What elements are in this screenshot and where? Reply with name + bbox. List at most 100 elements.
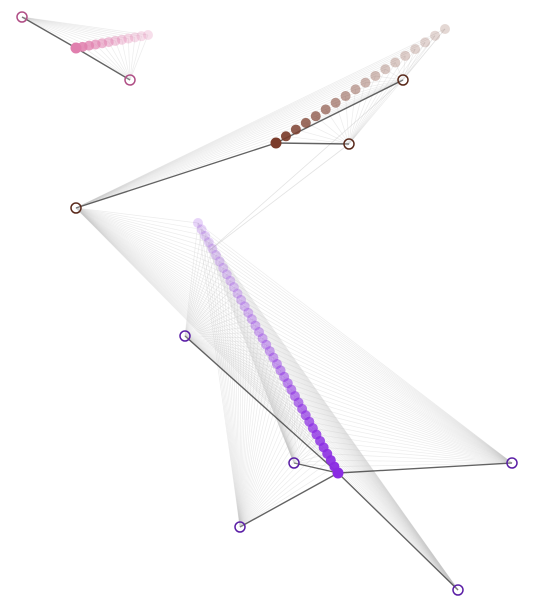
fan-line xyxy=(239,370,281,528)
fan-line xyxy=(239,351,271,528)
trail-dot-brown xyxy=(410,44,421,55)
fan-line xyxy=(212,248,241,528)
fan-line xyxy=(75,95,346,209)
fan-line xyxy=(75,207,238,294)
fan-line xyxy=(184,261,220,337)
fan-line xyxy=(208,242,459,591)
fan-line xyxy=(75,82,366,209)
fan-line xyxy=(184,335,288,384)
fan-line xyxy=(75,55,406,209)
fan-line xyxy=(248,312,513,464)
link-line xyxy=(75,47,131,81)
fan-line xyxy=(233,286,459,591)
fan-line xyxy=(219,261,513,464)
fan-line xyxy=(262,338,513,464)
fan-line xyxy=(208,242,241,528)
fan-line xyxy=(239,357,274,528)
fan-line xyxy=(262,338,459,591)
fan-line xyxy=(251,318,459,591)
fan-line xyxy=(75,207,227,275)
trail-dot-brown xyxy=(370,70,381,81)
fan-line xyxy=(239,363,278,528)
link-line xyxy=(21,16,77,49)
fan-line xyxy=(88,45,131,81)
fan-line xyxy=(239,447,324,528)
fan-line xyxy=(283,376,295,464)
fan-line xyxy=(283,376,459,591)
fan-line xyxy=(265,344,295,464)
fan-line xyxy=(75,115,316,209)
trail-dot-purple xyxy=(214,256,225,267)
trail-dot-purple xyxy=(221,269,232,280)
fan-line xyxy=(184,248,213,337)
fan-line xyxy=(184,267,224,337)
fan-line xyxy=(229,280,295,464)
fan-line xyxy=(269,351,295,464)
anchor-node-purple xyxy=(288,457,300,469)
fan-line xyxy=(75,207,328,455)
fan-line xyxy=(312,427,459,591)
fan-line xyxy=(201,229,241,528)
fan-line xyxy=(237,293,241,528)
fan-line xyxy=(75,207,206,237)
link-line xyxy=(337,472,459,591)
fan-line xyxy=(184,312,249,337)
fan-line xyxy=(75,207,310,422)
fan-line xyxy=(327,453,513,464)
anchor-node-purple xyxy=(452,584,464,596)
fan-line xyxy=(323,447,459,591)
fan-line xyxy=(330,459,513,464)
fan-line xyxy=(239,325,256,528)
fan-line xyxy=(75,207,263,339)
fan-line xyxy=(75,109,326,209)
fan-line xyxy=(75,207,303,410)
fan-line xyxy=(21,16,129,39)
fan-line xyxy=(293,427,314,464)
trail-head-brown xyxy=(270,137,282,149)
fan-line xyxy=(184,335,285,378)
trail-dot-purple xyxy=(228,282,239,293)
fan-line xyxy=(335,102,350,145)
fan-line xyxy=(247,312,295,464)
fan-line xyxy=(239,338,263,528)
anchor-nodes-layer xyxy=(16,11,518,596)
trail-dot-purple xyxy=(193,218,203,228)
fan-line xyxy=(75,129,296,209)
fan-line xyxy=(402,55,406,81)
fan-line xyxy=(348,28,446,145)
fan-line xyxy=(348,62,396,145)
fan-line xyxy=(276,363,513,464)
fan-line xyxy=(239,421,310,528)
fan-line xyxy=(309,421,459,591)
fan-line xyxy=(269,350,459,591)
fan-line xyxy=(201,229,459,591)
fan-line xyxy=(204,235,459,591)
fan-line xyxy=(21,16,90,46)
fan-line xyxy=(239,331,260,528)
fan-line xyxy=(222,267,513,464)
fan-line xyxy=(293,462,335,467)
fan-line xyxy=(204,235,513,464)
fan-line xyxy=(287,382,513,464)
fan-line xyxy=(255,325,295,464)
fan-line xyxy=(348,82,366,145)
link-line xyxy=(184,335,339,474)
fan-line xyxy=(197,222,295,464)
trail-dots-layer xyxy=(70,24,450,479)
fan-line xyxy=(229,280,241,528)
fan-line xyxy=(301,408,459,591)
trail-dot-brown xyxy=(400,50,411,61)
trail-dot-purple xyxy=(261,339,272,350)
fan-line xyxy=(230,280,459,591)
fan-line xyxy=(247,312,459,591)
fan-line xyxy=(184,335,299,403)
fan-line xyxy=(75,207,249,314)
fan-line xyxy=(21,16,135,38)
fan-line xyxy=(21,16,103,44)
fan-line xyxy=(276,363,295,464)
fan-line xyxy=(197,222,241,528)
trail-dot-brown xyxy=(380,64,391,75)
fan-line xyxy=(287,383,295,464)
fan-line xyxy=(75,207,299,403)
fan-line xyxy=(75,207,296,397)
